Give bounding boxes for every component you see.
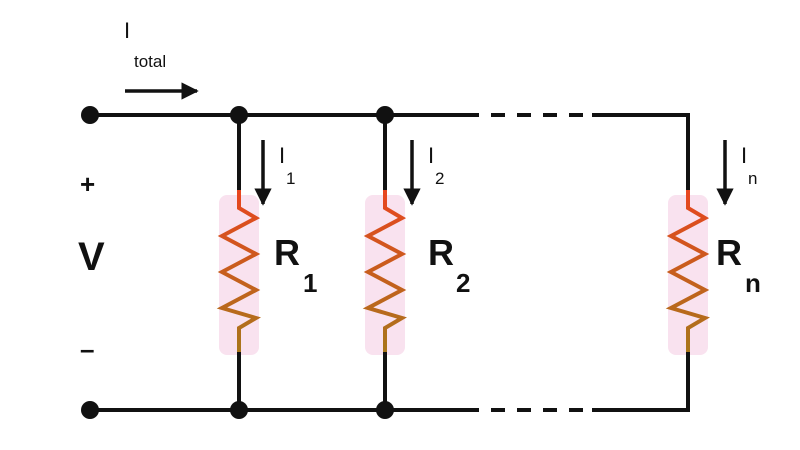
branch-n-current-symbol: I [741, 143, 747, 168]
resistor-2-subscript: 2 [456, 268, 470, 298]
source-minus: – [80, 334, 94, 364]
resistor-n [665, 190, 710, 352]
source-voltage-label: V [78, 235, 105, 279]
total-current-symbol: I [124, 18, 130, 43]
resistor-1 [216, 190, 261, 352]
resistor-2 [362, 190, 407, 352]
branch-1-current-subscript: 1 [286, 169, 295, 188]
junction-top-1 [230, 106, 248, 124]
resistor-1-subscript: 1 [303, 268, 317, 298]
branch-2-current-subscript: 2 [435, 169, 444, 188]
resistor-2-symbol: R [428, 232, 454, 273]
branch-1-current-symbol: I [279, 143, 285, 168]
junction-bottom-1 [230, 401, 248, 419]
source-plus: + [80, 169, 95, 199]
resistor-n-subscript: n [745, 268, 761, 298]
top-wire-right [592, 113, 690, 190]
branch-2-current-symbol: I [428, 143, 434, 168]
junction-bottom-2 [376, 401, 394, 419]
terminal-bottom [81, 401, 99, 419]
bottom-wire-right [592, 352, 690, 412]
terminal-top [81, 106, 99, 124]
junction-top-2 [376, 106, 394, 124]
resistor-1-symbol: R [274, 232, 300, 273]
branch-n-current-subscript: n [748, 169, 757, 188]
total-current-subscript: total [134, 52, 166, 71]
resistor-n-symbol: R [716, 232, 742, 273]
